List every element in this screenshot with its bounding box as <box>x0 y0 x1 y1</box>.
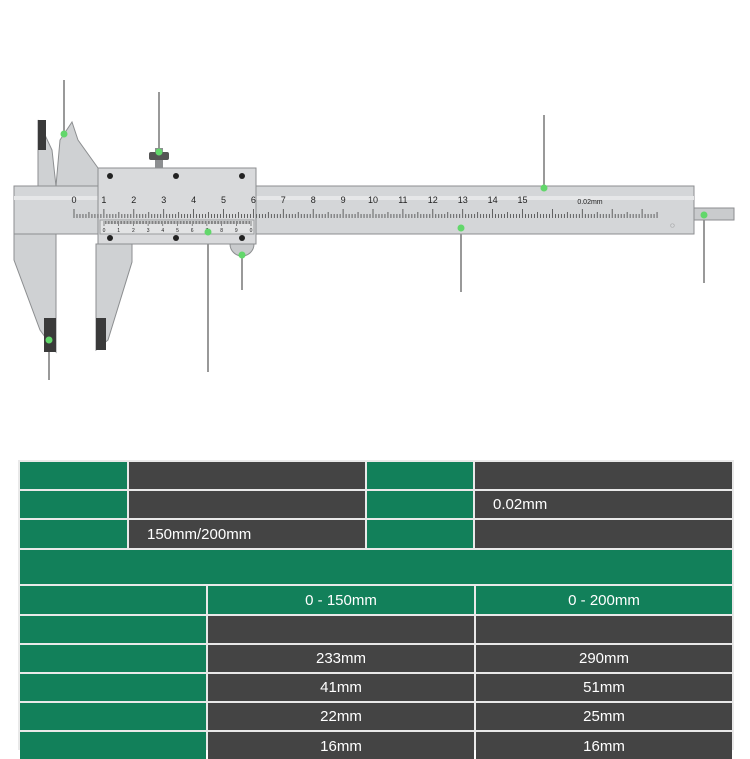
main-scale-label: 8 <box>311 195 316 205</box>
rivet <box>173 173 179 179</box>
vernier-scale-label: 3 <box>147 228 150 234</box>
rivet <box>107 235 113 241</box>
main-scale-label: 5 <box>221 195 226 205</box>
main-scale-label: 1 <box>101 195 106 205</box>
callout-lines <box>48 80 705 380</box>
callout-dot-main-scale <box>540 184 548 192</box>
model-b-header: 0 - 200mm <box>476 586 732 614</box>
header-cell <box>367 491 473 518</box>
slider-rivets <box>107 173 245 241</box>
callout-dot-thumb-wheel <box>238 251 246 259</box>
value-cell <box>129 462 365 489</box>
callout-dot-depth-rod <box>700 211 708 219</box>
header-cell <box>20 674 206 701</box>
main-scale-ticks <box>73 209 658 218</box>
main-scale-label: 7 <box>281 195 286 205</box>
model-a-header: 0 - 150mm <box>208 586 474 614</box>
value-cell <box>475 520 732 548</box>
main-scale-label: 6 <box>251 195 256 205</box>
main-scale-label: 4 <box>191 195 196 205</box>
vernier-scale-label: 8 <box>220 228 223 234</box>
vernier-scale-label: 4 <box>161 228 164 234</box>
header-cell <box>20 520 127 548</box>
rivet <box>173 235 179 241</box>
callout-dot-beam <box>457 224 465 232</box>
main-scale-label: 9 <box>341 195 346 205</box>
row-2-a: 41mm <box>208 674 474 701</box>
fixed-jaw-tip <box>44 318 56 352</box>
header-cell <box>367 520 473 548</box>
header-cell <box>20 703 206 730</box>
sliding-inside-jaw <box>55 120 99 187</box>
value-cell <box>475 462 732 489</box>
vernier-scale-label: 2 <box>132 228 135 234</box>
callout-dots <box>45 130 708 344</box>
vernier-scale-label: 5 <box>176 228 179 234</box>
rivet <box>107 173 113 179</box>
range-value: 150mm/200mm <box>129 520 365 548</box>
lock-screw-head <box>149 152 169 160</box>
vernier-scale-label: 1 <box>117 228 120 234</box>
depth-rod <box>693 207 735 221</box>
row-1-b: 290mm <box>476 645 732 672</box>
main-scale-label: 10 <box>368 195 378 205</box>
main-scale-label: 2 <box>131 195 136 205</box>
value-cell <box>129 491 365 518</box>
fixed-inside-jaw-tip <box>38 120 46 150</box>
vernier-scale-label: 6 <box>191 228 194 234</box>
main-scale-label: 13 <box>458 195 468 205</box>
main-scale-label: 12 <box>428 195 438 205</box>
header-cell <box>367 462 473 489</box>
vernier-scale-label: 0 <box>103 228 106 234</box>
row-4-b: 16mm <box>476 732 732 759</box>
row-3-a: 22mm <box>208 703 474 730</box>
row-1-a: 233mm <box>208 645 474 672</box>
header-cell <box>20 732 206 759</box>
main-scale-label: 3 <box>161 195 166 205</box>
vernier-scale-ticks <box>103 221 252 226</box>
header-cell <box>20 616 206 643</box>
callout-dot-vernier <box>204 228 212 236</box>
header-cell <box>20 586 206 614</box>
row-4-a: 16mm <box>208 732 474 759</box>
spec-table: 0.02mm 150mm/200mm 0 - 150mm 0 - 200mm 2… <box>18 460 734 759</box>
callout-dot-outside-jaws <box>45 336 53 344</box>
value-cell <box>208 616 474 643</box>
header-cell <box>20 645 206 672</box>
beam-highlight <box>14 196 694 200</box>
resolution-value: 0.02mm <box>475 491 732 518</box>
resolution-mark: 0.02mm <box>577 199 602 206</box>
main-scale-label: 0 <box>71 195 76 205</box>
header-cell <box>20 462 127 489</box>
rivet <box>239 173 245 179</box>
section-band <box>20 550 732 584</box>
sliding-jaw-tip <box>96 318 106 350</box>
logo-mark: ◌ <box>670 221 675 230</box>
row-3-b: 25mm <box>476 703 732 730</box>
value-cell <box>476 616 732 643</box>
callout-dot-lock-screw <box>155 148 163 156</box>
row-2-b: 51mm <box>476 674 732 701</box>
main-scale-label: 11 <box>398 195 407 205</box>
main-scale-label: 14 <box>488 195 498 205</box>
callout-dot-inside-jaws <box>60 130 68 138</box>
main-scale-label: 15 <box>517 195 527 205</box>
vernier-scale-label: 9 <box>235 228 238 234</box>
vernier-scale-label: 0 <box>250 228 253 234</box>
rivet <box>239 235 245 241</box>
header-cell <box>20 491 127 518</box>
